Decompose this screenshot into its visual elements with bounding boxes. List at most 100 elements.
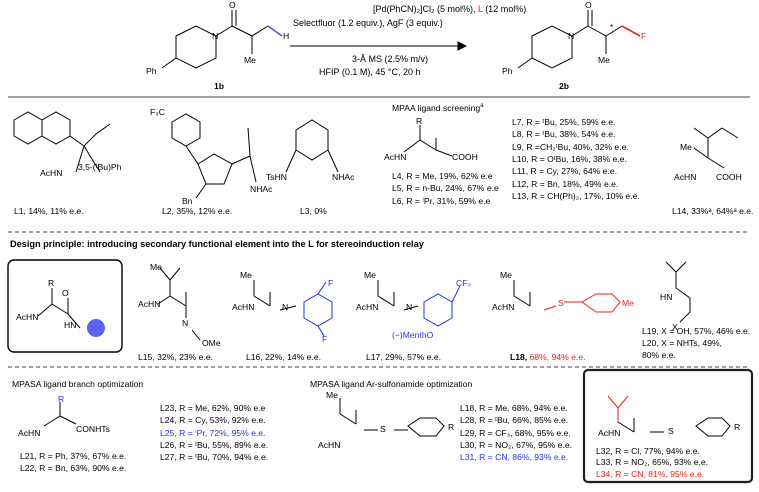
L21-caption: L21, R = Ph, 37%, 67% e.e. [20, 451, 127, 461]
mpaa-col2-item: L10, R = OᵗBu, 16%, 38% e.e. [512, 153, 627, 164]
design-HN: HN [64, 320, 77, 330]
L18-me2: Me [622, 298, 634, 308]
L17-me: Me [364, 270, 376, 280]
pdt-me: Me [598, 55, 610, 65]
sulfonamide-me: Me [326, 390, 338, 400]
cond-line2: HFIP (0.1 M), 45 °C, 20 h [319, 67, 421, 77]
pdt-ph: Ph [502, 66, 513, 76]
L1-achn: AcHN [40, 168, 63, 178]
pdt-structure [517, 10, 641, 69]
pdt-O: O [585, 0, 592, 10]
L3-nhac: NHAc [332, 172, 355, 182]
mpaa-col1-item: L6, R = ⁱPr, 31%, 59% e.e [392, 195, 491, 206]
sulfonamide-item: L28, R = ᵗBu, 66%, 85% e.e. [460, 415, 569, 426]
L4-cooh: COOH [452, 152, 478, 162]
design-achn: AcHN [16, 312, 39, 322]
L2-caption: L2, 35%, 12% e.e. [162, 206, 233, 216]
L2-cf3: F₃C [150, 107, 165, 117]
L4-6-structure [403, 125, 453, 157]
L16-achn: AcHN [232, 302, 255, 312]
L19-caption: L19, X = OH, 57%, 46% e.e. [642, 326, 751, 336]
L19-structure [665, 261, 691, 323]
sm-ph: Ph [146, 66, 157, 76]
L14-me: Me [680, 142, 692, 152]
sulfonamide-R: R [448, 422, 455, 432]
L4-R: R [416, 116, 423, 126]
reagent-line1: [Pd(PhCN)₂]Cl₂ (5 mol%), L (12 mol%) [373, 4, 527, 14]
L15-N: N [182, 318, 189, 328]
L14-caption: L14, 33%ᵃ, 64%ᵃ e.e. [672, 206, 754, 216]
L16-me: Me [240, 270, 252, 280]
branch-item: L23, R = Me, 62%, 90% e.e [160, 403, 266, 413]
sulfonamide-S: S [380, 424, 386, 434]
pdt-star: * [610, 22, 614, 32]
L18-28-structure [339, 398, 445, 437]
branch-conhts: CONHTs [76, 424, 110, 434]
L16-N: N [282, 302, 289, 312]
L19-achn: HN [660, 292, 673, 302]
sm-label: 1b [214, 81, 225, 91]
branch-list: L23, R = Me, 62%, 90% e.e L24, R = Cy, 5… [160, 403, 268, 463]
mpaa-col2-item: L11, R = Cy, 27%, 64% e.e. [512, 166, 618, 177]
sphere-marker [87, 319, 105, 337]
sm-H: H [283, 31, 290, 41]
L14-achn: AcHN [674, 172, 697, 182]
L16-structure [253, 280, 333, 337]
L17-menthol: (−)MenthO [392, 330, 434, 340]
mpaa-col1: L4, R = Me, 19%, 62% e.e L5, R = n-Bu, 2… [392, 171, 499, 206]
design-box [7, 259, 123, 353]
L18-structure [513, 280, 621, 313]
sm-N: N [212, 31, 219, 41]
sm-O: O [229, 0, 236, 10]
final-achn: AcHN [598, 428, 621, 438]
pdt-label: 2b [559, 81, 570, 91]
L17-caption: L17, 29%, 57% e.e. [366, 352, 442, 362]
mpaa-col1-item: L5, R = n-Bu, 24%, 67% e.e [392, 183, 499, 194]
L22-caption: L22, R = Bn, 63%, 90% e.e. [20, 463, 127, 473]
branch-title: MPASA ligand branch optimization [12, 379, 144, 389]
L21-structure [43, 402, 77, 427]
L18-achn: AcHN [492, 302, 515, 312]
L15-structure [157, 267, 201, 341]
L2-structure [171, 113, 257, 199]
L18-caption: L18, 68%, 94% e.e. [510, 352, 586, 362]
mpaa-col2: L7, R = ᵗBu, 25%, 59% e.e. L8, R = ᵗBu, … [512, 117, 640, 201]
L17-N: N [406, 302, 413, 312]
sulfonamide-item: L29, R = CF₃, 68%, 95% e.e. [460, 427, 571, 438]
branch-item: L27, R = ᵗBu, 70%, 94% e.e. [160, 452, 269, 463]
pdt-F: F [641, 31, 647, 41]
L17-structure [377, 280, 461, 327]
L3-structure [285, 119, 339, 173]
branch-item: L26, R = ᵗBu, 55%, 89% e.e. [160, 439, 269, 450]
L15-caption: L15, 32%, 23% e.e. [138, 352, 214, 362]
L18-S: S [558, 298, 564, 308]
sm-structure [161, 10, 283, 69]
L16-caption: L16, 22%, 14% e.e. [246, 352, 322, 362]
L15-achn: AcHN [138, 299, 161, 309]
mpaa-col2-item: L12, R = Bn, 18%, 49% e.e. [512, 178, 619, 189]
branch-item: L25, R = ⁱPr, 72%, 95% e.e. [160, 427, 266, 438]
L3-tshn: TsHN [266, 172, 288, 182]
reagent-line2: Selectfluor (1.2 equiv.), AgF (3 equiv.) [293, 18, 443, 28]
sulfonamide-item: L18, R = Me, 68%, 94% e.e. [460, 403, 568, 413]
final-list: L32, R = Cl, 77%, 94% e.e. L33, R = NO₂,… [596, 446, 708, 479]
L1-subst: 3,5-(ᵗBu)Ph [78, 162, 122, 172]
sulfonamide-achn: AcHN [318, 440, 341, 450]
L3-caption: L3, 0% [300, 206, 327, 216]
sulfonamide-item: L31, R = CN, 86%, 93% e.e. [460, 452, 569, 463]
design-title: Design principle: introducing secondary … [10, 239, 424, 249]
mpaa-col2-item: L8, R = ᵗBu, 38%, 54% e.e. [512, 129, 616, 140]
L2-nhac: NHAc [250, 184, 273, 194]
sulfonamide-item: L30, R = NO₂, 67%, 95% e.e. [460, 439, 573, 450]
pdt-N: N [568, 31, 575, 41]
L16-F1: F [328, 278, 334, 288]
design-R: R [48, 278, 55, 288]
L17-cf3: CF₃ [456, 278, 471, 288]
mpaa-title: MPAA ligand screeninga [392, 103, 484, 113]
L17-achn: AcHN [356, 302, 379, 312]
L2-bn: Bn [182, 196, 193, 206]
branch-item: L24, R = Cy, 53%, 92% e.e. [160, 415, 266, 426]
L14-cooh: COOH [716, 172, 742, 182]
L32-34-structure [607, 395, 731, 437]
